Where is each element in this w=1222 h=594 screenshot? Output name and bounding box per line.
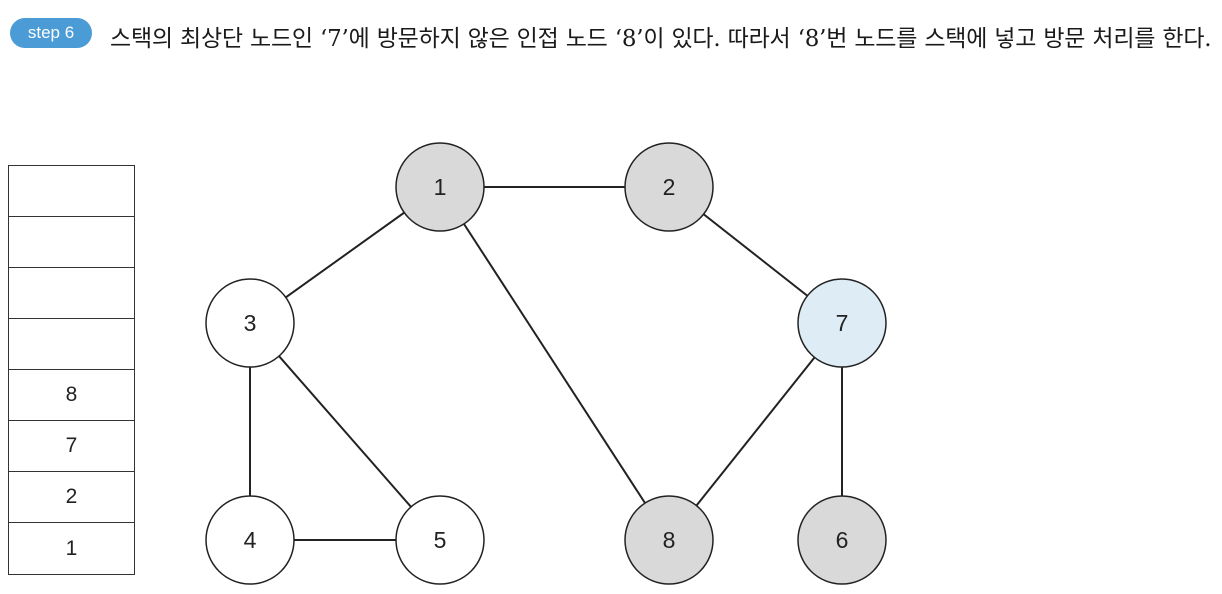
stack-cell-7: 7 xyxy=(9,421,134,472)
node-6: 6 xyxy=(797,495,887,585)
node-label-8: 8 xyxy=(663,527,676,553)
node-1: 1 xyxy=(395,142,485,232)
node-circle-7 xyxy=(797,278,887,368)
node-circle-2 xyxy=(624,142,714,232)
node-5: 5 xyxy=(395,495,485,585)
node-label-3: 3 xyxy=(244,310,257,336)
stack-cell-empty xyxy=(9,217,134,268)
node-label-2: 2 xyxy=(663,174,676,200)
node-circle-8 xyxy=(624,495,714,585)
node-circle-6 xyxy=(797,495,887,585)
edge-7-8 xyxy=(668,322,843,541)
node-3: 3 xyxy=(205,278,295,368)
graph-edges xyxy=(249,186,843,541)
stack-cell-empty xyxy=(9,268,134,319)
step-description: 스택의 최상단 노드인 ‘7’에 방문하지 않은 인접 노드 ‘8’이 있다. … xyxy=(110,26,1212,52)
edge-3-5 xyxy=(249,322,441,541)
stack-cell-1: 1 xyxy=(65,536,78,560)
node-4: 4 xyxy=(205,495,295,585)
graph-nodes: 1 2 3 7 4 5 8 6 xyxy=(205,142,887,585)
edge-1-8 xyxy=(439,186,670,541)
node-7: 7 xyxy=(797,278,887,368)
node-label-5: 5 xyxy=(434,527,447,553)
node-label-7: 7 xyxy=(836,310,849,336)
node-circle-4 xyxy=(205,495,295,585)
node-circle-3 xyxy=(205,278,295,368)
stack-cell-8: 8 xyxy=(9,370,134,421)
stack-cell-2: 2 xyxy=(9,472,134,523)
node-label-1: 1 xyxy=(434,174,447,200)
node-label-6: 6 xyxy=(836,527,849,553)
stack-cell-empty xyxy=(9,319,134,370)
stack-cell-empty xyxy=(9,166,134,217)
node-label-4: 4 xyxy=(244,527,257,553)
node-circle-1 xyxy=(395,142,485,232)
step-badge: step 6 xyxy=(10,18,92,48)
node-circle-5 xyxy=(395,495,485,585)
node-8: 8 xyxy=(624,495,714,585)
node-2: 2 xyxy=(624,142,714,232)
